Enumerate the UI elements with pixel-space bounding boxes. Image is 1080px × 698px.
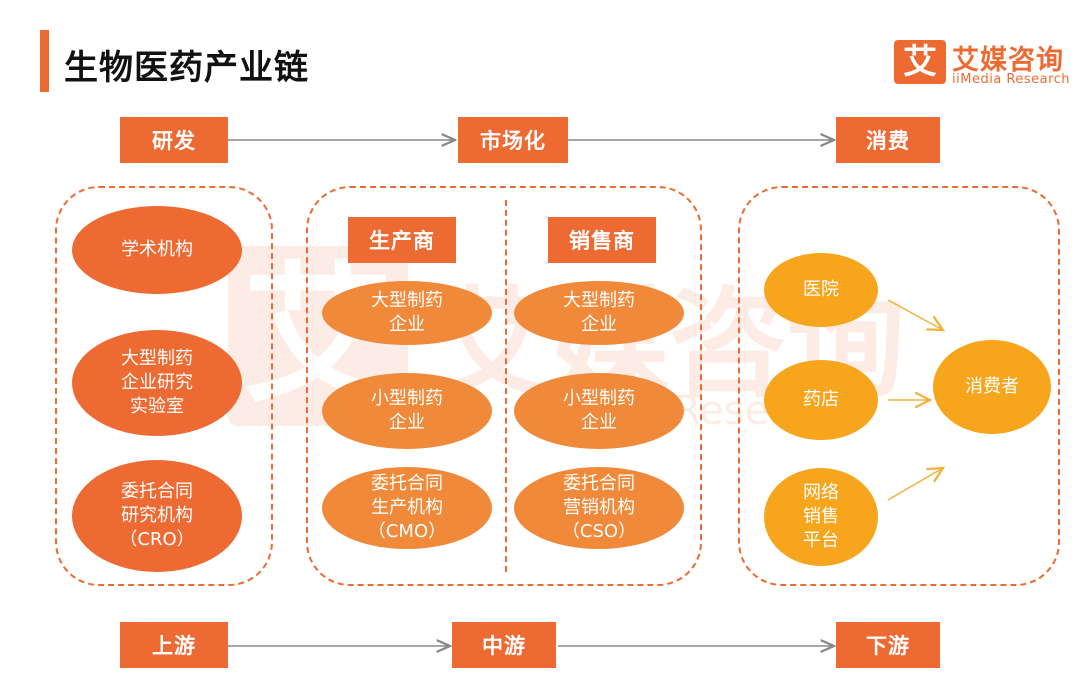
flow-consume: 消费 xyxy=(836,117,940,163)
producer-item-label: 大型制药 企业 xyxy=(371,290,443,335)
producer-item-label: 小型制药 企业 xyxy=(371,388,443,433)
seller-item-large: 大型制药 企业 xyxy=(514,281,684,345)
logo-name-cn: 艾媒咨询 xyxy=(952,45,1064,76)
arrow-online xyxy=(887,468,943,501)
midstream-group xyxy=(306,186,702,586)
upstream-group xyxy=(55,186,273,586)
consumer-label: 消费者 xyxy=(965,376,1019,397)
flow-research: 研发 xyxy=(120,117,228,163)
producer-item-small: 小型制药 企业 xyxy=(322,373,492,449)
upstream-item-academic: 学术机构 xyxy=(72,206,242,294)
midstream-divider xyxy=(505,200,507,572)
flow-downstream: 下游 xyxy=(836,622,940,668)
seller-item-small: 小型制药 企业 xyxy=(514,373,684,449)
consumer-node: 消费者 xyxy=(933,340,1051,434)
channel-label: 网络 销售 平台 xyxy=(803,482,839,551)
arrow-hospital xyxy=(887,299,943,330)
upstream-item-label: 学术机构 xyxy=(121,239,193,260)
seller-item-label: 委托合同 营销机构 （CSO） xyxy=(561,473,637,542)
seller-item-label: 大型制药 企业 xyxy=(563,290,635,335)
channel-label: 医院 xyxy=(803,279,839,300)
channel-label: 药店 xyxy=(803,389,839,410)
upstream-item-pharma-lab: 大型制药 企业研究 实验室 xyxy=(72,330,242,436)
flow-market: 市场化 xyxy=(458,117,568,163)
seller-label: 销售商 xyxy=(548,217,656,263)
logo-name-en: iiMedia Research xyxy=(952,72,1071,87)
upstream-item-cro: 委托合同 研究机构 （CRO） xyxy=(72,460,242,572)
upstream-item-label: 大型制药 企业研究 实验室 xyxy=(121,348,193,417)
producer-label: 生产商 xyxy=(348,217,456,263)
producer-item-cmo: 委托合同 生产机构 （CMO） xyxy=(322,467,492,549)
seller-item-cso: 委托合同 营销机构 （CSO） xyxy=(514,467,684,549)
page-title: 生物医药产业链 xyxy=(64,48,309,88)
channel-online: 网络 销售 平台 xyxy=(764,468,878,566)
flow-midstream: 中游 xyxy=(452,622,556,668)
seller-item-label: 小型制药 企业 xyxy=(563,388,635,433)
producer-item-large: 大型制药 企业 xyxy=(322,281,492,345)
upstream-item-label: 委托合同 研究机构 （CRO） xyxy=(119,481,195,550)
title-accent-bar xyxy=(40,30,49,92)
downstream-group xyxy=(738,186,1060,586)
channel-pharmacy: 药店 xyxy=(764,360,878,440)
producer-item-label: 委托合同 生产机构 （CMO） xyxy=(367,473,447,542)
channel-hospital: 医院 xyxy=(764,253,878,327)
flow-upstream: 上游 xyxy=(120,622,228,668)
logo-mark: 艾 xyxy=(894,40,946,84)
